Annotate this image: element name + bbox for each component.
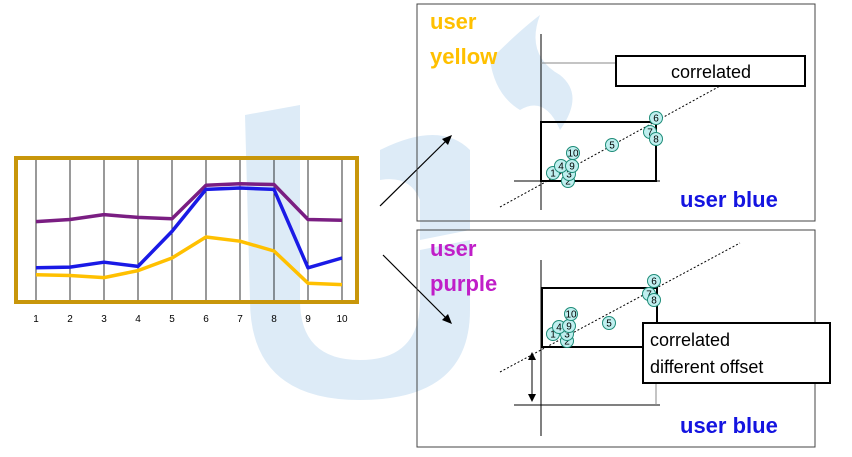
scatter-point-label: 2 [565,177,571,188]
series-line-yellow [35,235,343,287]
scatter-point-label: 9 [569,162,575,173]
scatter-point-label: 1 [550,330,556,341]
scatter-point: 10 [566,146,580,160]
chart-tick-label: 7 [237,314,243,325]
panel-bottom-note-line1: correlated [650,330,730,350]
panel-top-note-box [615,55,806,87]
line-chart: 1 2 3 4 5 6 7 8 9 10 [14,156,359,325]
scatter-point-label: 5 [609,141,615,152]
scatter-point-label: 8 [653,135,659,146]
chart-frame [14,156,359,304]
panel-top-y-label-line2: yellow [430,44,498,69]
panel-bottom-y-label-line1: user [430,236,477,261]
scatter-point: 5 [605,138,619,152]
scatter-point-label: 10 [567,149,579,160]
series-line-blue [35,186,343,270]
chart-tick-label: 10 [336,314,348,325]
scatter-point-label: 6 [653,114,659,125]
chart-tick-label: 3 [101,314,107,325]
scatter-point: 5 [602,316,616,330]
arrow-to-top-panel [379,135,452,207]
panel-bottom-range-box [541,287,658,348]
scatter-point-label: 6 [651,277,657,288]
scatter-point: 8 [649,132,663,146]
scatter-point: 8 [647,293,661,307]
chart-tick-label: 6 [203,314,209,325]
panel-top-y-label-line1: user [430,9,477,34]
chart-tick-labels: 1 2 3 4 5 6 7 8 9 10 [33,314,348,325]
scatter-point-label: 7 [647,128,653,139]
scatter-point: 6 [647,274,661,288]
panel-bottom-note-box [642,322,831,384]
scatter-point-label: 8 [651,296,657,307]
scatter-point-label: 4 [558,162,564,173]
scatter-point: 9 [562,319,576,333]
panel-top-trend-line [499,74,741,208]
watermark-logo [245,15,573,400]
scatter-point-label: 4 [556,323,562,334]
arrow-to-bottom-panel [382,254,452,324]
panel-bottom-offset-arrow [528,352,536,402]
scatter-point-label: 3 [566,170,572,181]
scatter-point: 6 [649,111,663,125]
scatter-point-label: 2 [564,337,570,348]
chart-tick-label: 9 [305,314,311,325]
panel-bottom-note-line2: different offset [650,357,763,377]
panel-bottom-y-label-line2: purple [430,271,497,296]
panel-bottom: user purple correlated different offset … [416,229,831,448]
scatter-point-label: 9 [566,322,572,333]
chart-gridlines [35,160,343,300]
scatter-point-label: 5 [606,319,612,330]
chart-series-group [35,182,343,287]
chart-tick-label: 8 [271,314,277,325]
scatter-point: 10 [564,307,578,321]
series-line-purple [35,182,343,224]
chart-tick-label: 1 [33,314,39,325]
panel-top-frame [416,3,816,222]
panel-bottom-trend-line [499,242,741,373]
chart-tick-label: 4 [135,314,141,325]
panel-bottom-x-label: user blue [680,413,778,438]
panel-top-note-text: correlated [671,62,751,82]
panel-top-range-box [540,121,657,182]
scatter-point-label: 1 [550,169,556,180]
chart-tick-label: 2 [67,314,73,325]
scatter-point: 4 [554,159,568,173]
scatter-point: 9 [565,159,579,173]
chart-tick-label: 5 [169,314,175,325]
scatter-point-label: 3 [564,330,570,341]
panel-top-x-label: user blue [680,187,778,212]
scatter-point-label: 10 [565,310,577,321]
